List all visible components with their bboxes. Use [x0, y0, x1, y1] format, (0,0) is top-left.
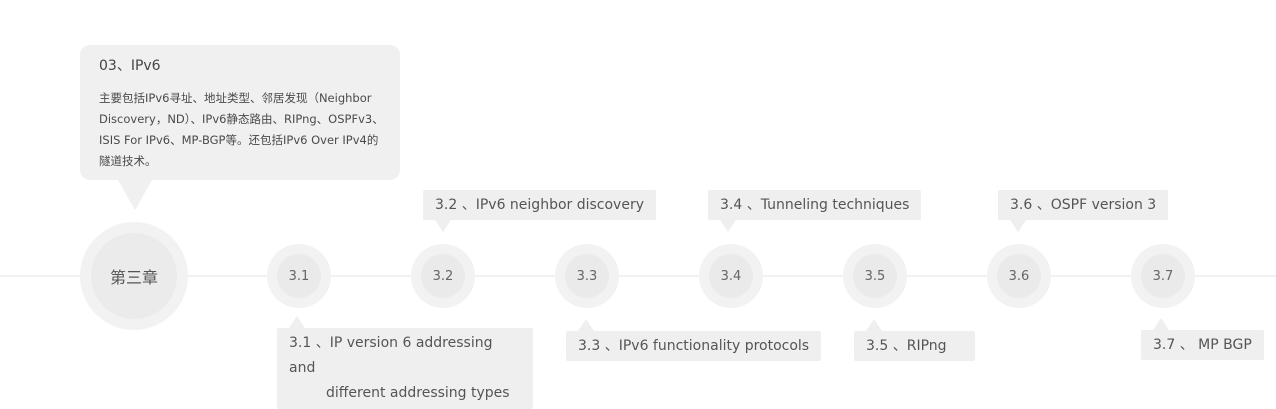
section-label-3-3[interactable]: 3.3 、IPv6 functionality protocols	[566, 319, 822, 361]
section-node-3-3[interactable]: 3.3	[555, 244, 619, 308]
chapter-node: 第三章	[80, 222, 188, 330]
section-label-text: 3.1 、IP version 6 addressing and	[289, 335, 493, 376]
section-label-text: 3.2 、IPv6 neighbor discovery	[435, 197, 644, 213]
section-node-3-7[interactable]: 3.7	[1131, 244, 1195, 308]
intro-title: 03、IPv6	[99, 58, 161, 74]
chapter-label: 第三章	[91, 233, 177, 319]
section-number: 3.5	[853, 254, 897, 298]
section-number: 3.2	[421, 254, 465, 298]
section-node-3-5[interactable]: 3.5	[843, 244, 907, 308]
section-number: 3.4	[709, 254, 753, 298]
section-number: 3.3	[565, 254, 609, 298]
section-label-3-7[interactable]: 3.7 、 MP BGP	[1141, 318, 1264, 360]
section-label-text: 3.6 、OSPF version 3	[1010, 197, 1157, 213]
section-label-3-6[interactable]: 3.6 、OSPF version 3	[998, 190, 1169, 232]
section-label-3-4[interactable]: 3.4 、Tunneling techniques	[708, 190, 922, 232]
section-label-text: 3.7 、 MP BGP	[1153, 337, 1252, 353]
section-label-3-2[interactable]: 3.2 、IPv6 neighbor discovery	[423, 190, 656, 232]
section-number: 3.7	[1141, 254, 1185, 298]
section-label-text: 3.3 、IPv6 functionality protocols	[578, 338, 810, 354]
timeline-line	[0, 275, 1276, 277]
section-label-text: 3.5 、RIPng	[866, 338, 947, 354]
section-node-3-4[interactable]: 3.4	[699, 244, 763, 308]
section-label-3-1[interactable]: 3.1 、IP version 6 addressing and differe…	[277, 316, 533, 409]
section-node-3-6[interactable]: 3.6	[987, 244, 1051, 308]
section-label-text: 3.4 、Tunneling techniques	[720, 197, 910, 213]
section-label-3-5[interactable]: 3.5 、RIPng	[854, 319, 975, 361]
section-node-3-2[interactable]: 3.2	[411, 244, 475, 308]
section-number: 3.6	[997, 254, 1041, 298]
section-node-3-1[interactable]: 3.1	[267, 244, 331, 308]
chapter-intro-callout: 03、IPv6 主要包括IPv6寻址、地址类型、邻居发现（Neighbor Di…	[80, 45, 400, 210]
section-label-text-line2: different addressing types	[326, 385, 510, 401]
intro-description: 主要包括IPv6寻址、地址类型、邻居发现（Neighbor Discovery，…	[99, 91, 384, 168]
section-number: 3.1	[277, 254, 321, 298]
